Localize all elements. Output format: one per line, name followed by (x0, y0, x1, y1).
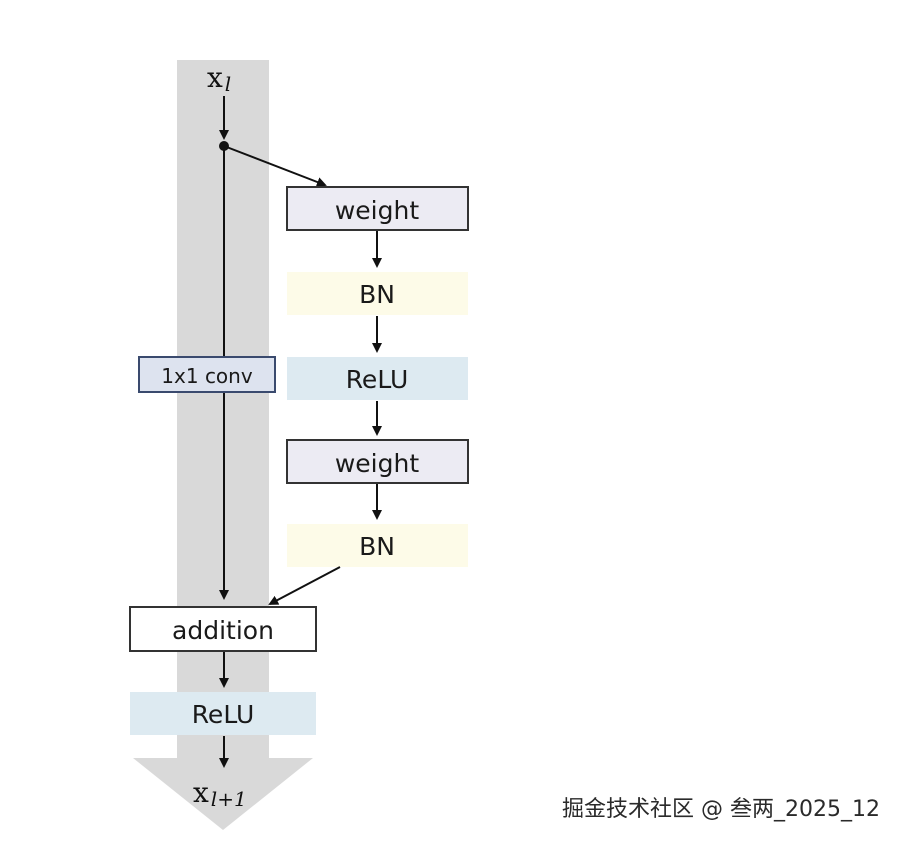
conv-label: 1x1 conv (161, 364, 253, 388)
bn-box-1 (287, 272, 468, 315)
conv-box (138, 356, 276, 393)
final-relu-label: ReLU (192, 700, 255, 729)
weight-label-2: weight (335, 449, 419, 478)
addition-label: addition (172, 616, 274, 645)
watermark: 掘金技术社区 @ 叁两_2025_12 (562, 797, 880, 822)
addition-box (129, 606, 317, 652)
relu-label-1: ReLU (346, 365, 409, 394)
final-relu-box (130, 692, 316, 735)
bn-label-1: BN (359, 280, 395, 309)
relu-box-1 (287, 357, 468, 400)
bn-box-2 (287, 524, 468, 567)
band-arrow-head (133, 758, 313, 830)
branch-arrow (223, 145, 327, 187)
weight-box-1 (286, 186, 469, 231)
arrow-bn2-addition (268, 566, 341, 605)
weight-label-1: weight (335, 196, 419, 225)
bn-label-2: BN (359, 532, 395, 561)
weight-box-2 (286, 439, 469, 484)
